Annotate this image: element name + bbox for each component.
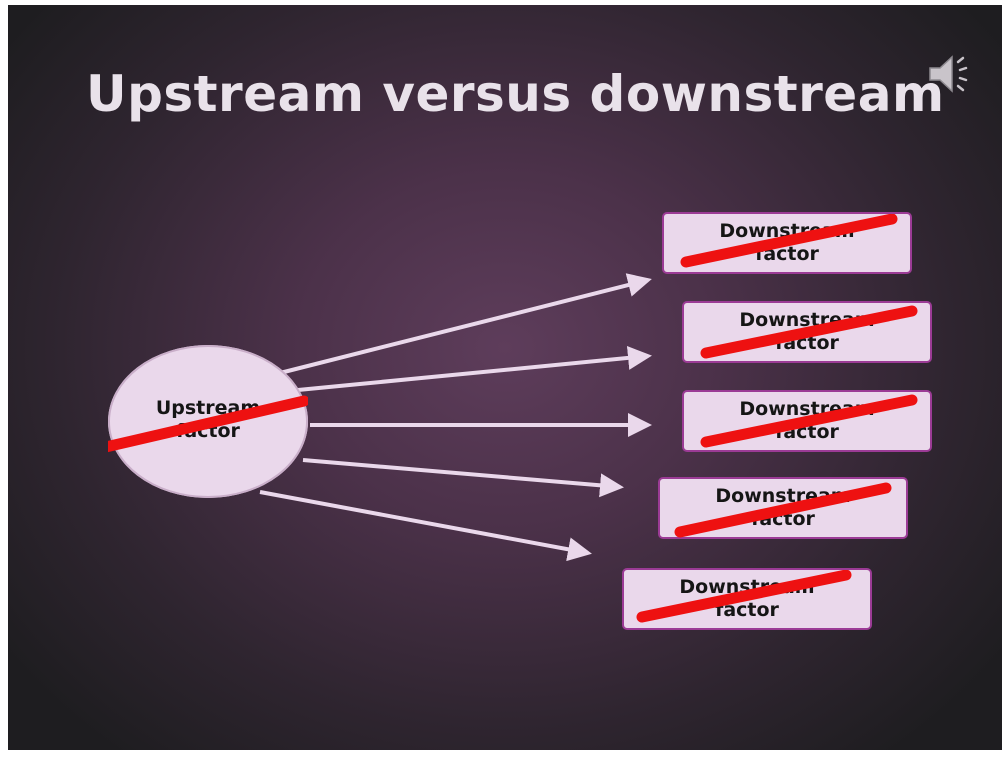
- downstream-label-line1: Downstream: [739, 398, 875, 420]
- upstream-label-line2: factor: [176, 420, 240, 442]
- downstream-factor-box-3: Downstream factor: [682, 390, 932, 452]
- downstream-factor-box-2: Downstream factor: [682, 301, 932, 363]
- downstream-label-line2: factor: [775, 421, 839, 443]
- downstream-label-line2: factor: [755, 243, 819, 265]
- upstream-factor-node: Upstream factor: [108, 345, 308, 498]
- downstream-label-line2: factor: [775, 332, 839, 354]
- arrow-4: [302, 458, 624, 498]
- downstream-label-line1: Downstream: [679, 576, 815, 598]
- slide: Upstream versus downstream Upstream fact…: [8, 5, 1002, 750]
- downstream-factor-box-4: Downstream factor: [658, 477, 908, 539]
- downstream-label-line2: factor: [751, 508, 815, 530]
- downstream-label-line2: factor: [715, 599, 779, 621]
- speaker-audio-icon[interactable]: [924, 47, 980, 103]
- downstream-label-line1: Downstream: [715, 485, 851, 507]
- upstream-label-line1: Upstream: [155, 397, 261, 419]
- downstream-label-line1: Downstream: [739, 309, 875, 331]
- downstream-label-line1: Downstream: [719, 220, 855, 242]
- arrow-2: [297, 345, 652, 392]
- downstream-factor-box-5: Downstream factor: [622, 568, 872, 630]
- arrow-1: [279, 273, 652, 375]
- downstream-factor-box-1: Downstream factor: [662, 212, 912, 274]
- arrow-5: [259, 490, 592, 562]
- arrows-layer: [259, 273, 652, 562]
- slide-title: Upstream versus downstream: [86, 65, 945, 123]
